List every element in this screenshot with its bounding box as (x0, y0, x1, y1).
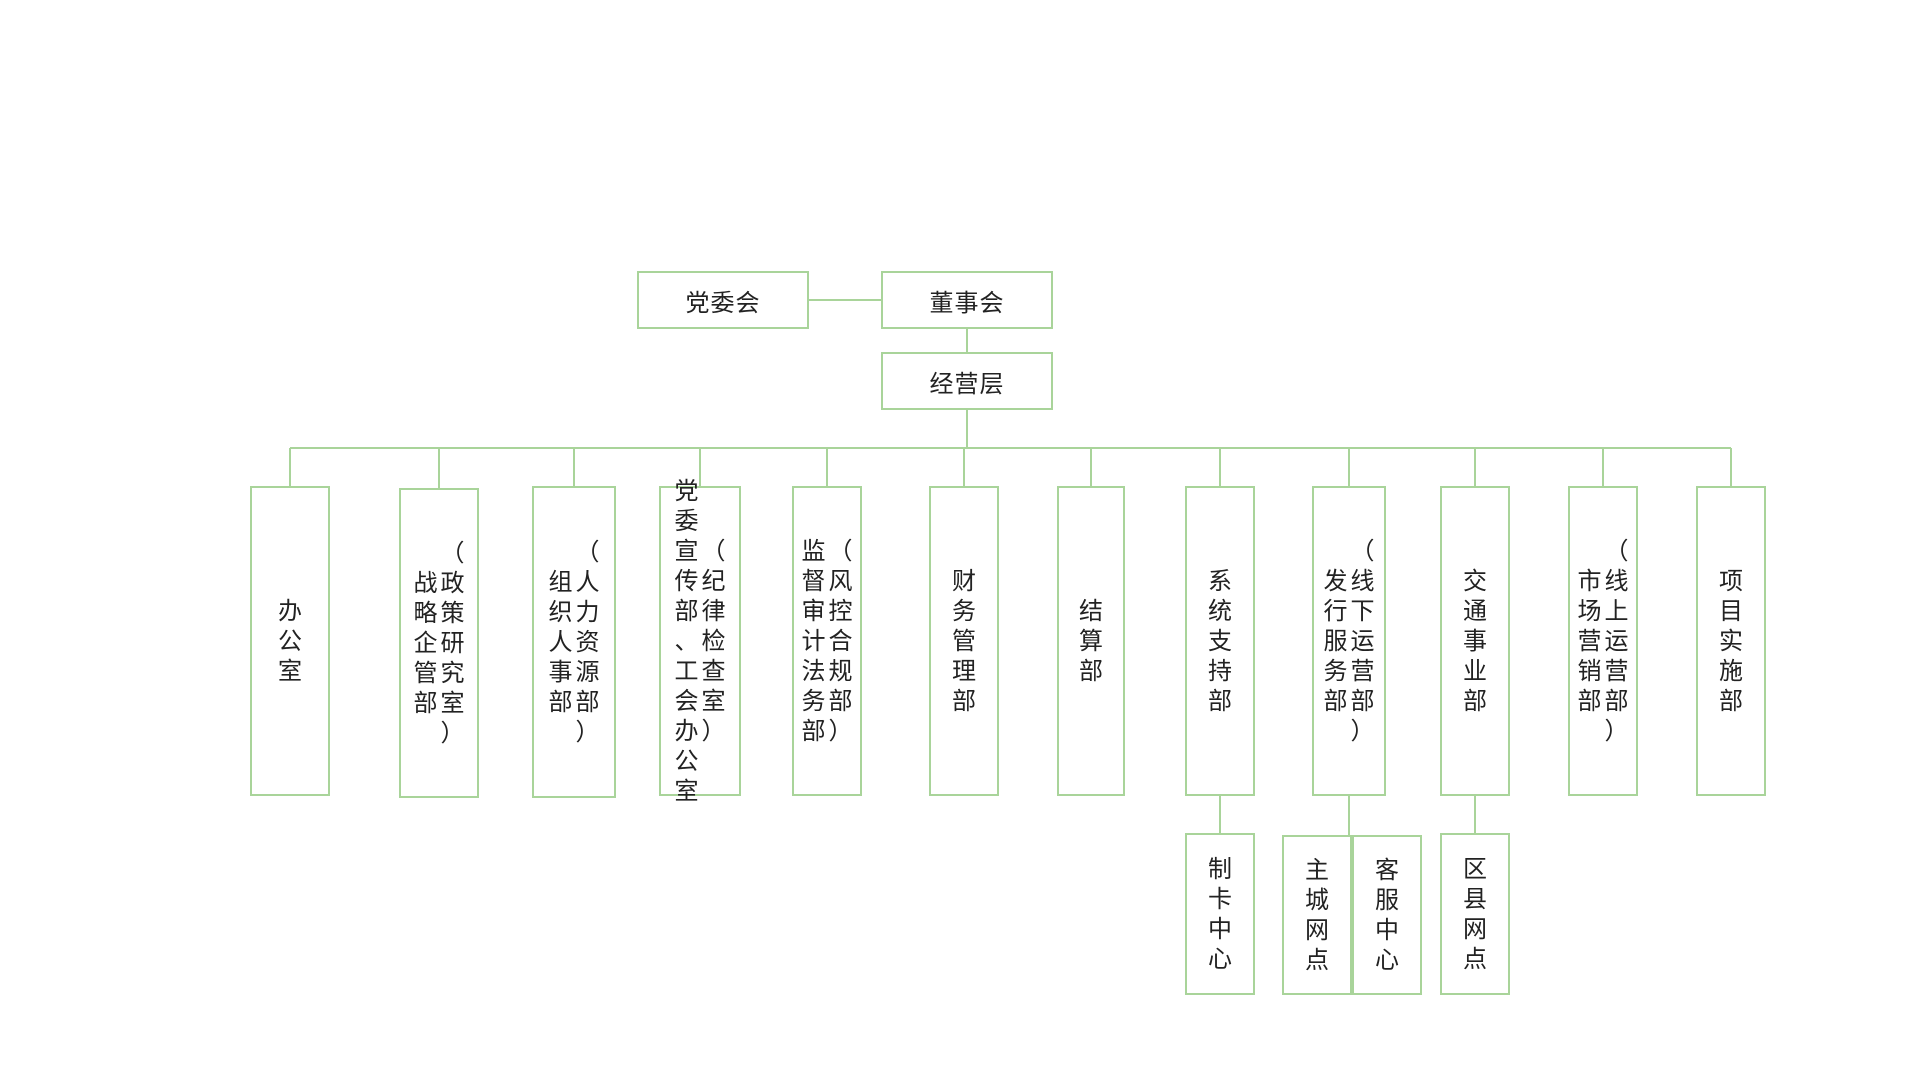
dept-finance-label: 财务管理部 (952, 567, 976, 715)
sub-main-city-outlets: 主城网点 (1282, 835, 1352, 995)
party-committee-label: 党委会 (685, 288, 761, 317)
dept-strategy: （政策研究室）战略企管部 (399, 488, 479, 798)
board-box: 董事会 (881, 271, 1053, 329)
dept-system: 系统支持部 (1185, 486, 1255, 796)
dept-audit-label: 监督审计法务部 (801, 537, 826, 745)
dept-issuance: （线下运营部）发行服务部 (1312, 486, 1386, 796)
dept-settlement-label: 结算部 (1079, 597, 1103, 685)
sub-customer-service-label: 客服中心 (1375, 856, 1399, 974)
dept-hr-label: 组织人事部 (548, 568, 573, 716)
sub-card-center: 制卡中心 (1185, 833, 1255, 995)
dept-marketing-label: 市场营销部 (1577, 567, 1602, 715)
dept-finance: 财务管理部 (929, 486, 999, 796)
dept-strategy-label: （政策研究室） (440, 539, 465, 747)
dept-system-label: 系统支持部 (1208, 567, 1232, 715)
dept-project-label: 项目实施部 (1719, 567, 1743, 715)
management-box: 经营层 (881, 352, 1053, 410)
dept-project: 项目实施部 (1696, 486, 1766, 796)
dept-strategy-label: 战略企管部 (413, 569, 438, 717)
dept-settlement: 结算部 (1057, 486, 1125, 796)
dept-issuance-label: 发行服务部 (1323, 567, 1348, 715)
sub-card-center-label: 制卡中心 (1208, 855, 1232, 973)
dept-hr: （人力资源部）组织人事部 (532, 486, 616, 798)
dept-marketing-label: （线上运营部） (1604, 537, 1629, 745)
sub-district-outlets-label: 区县网点 (1463, 855, 1487, 973)
sub-district-outlets: 区县网点 (1440, 833, 1510, 995)
dept-office-label: 办公室 (278, 597, 302, 685)
management-label: 经营层 (929, 369, 1005, 398)
dept-publicity-label: （纪律检查室） (701, 537, 726, 745)
dept-hr-label: （人力资源部） (575, 538, 600, 746)
party-committee-box: 党委会 (637, 271, 809, 329)
dept-office: 办公室 (250, 486, 330, 796)
dept-transport-label: 交通事业部 (1463, 567, 1487, 715)
dept-transport: 交通事业部 (1440, 486, 1510, 796)
dept-publicity: （纪律检查室）党委宣传部、工会办公室 (659, 477, 741, 805)
dept-marketing: （线上运营部）市场营销部 (1568, 486, 1638, 796)
dept-audit-label: （风控合规部） (828, 537, 853, 745)
board-label: 董事会 (929, 288, 1005, 317)
sub-main-city-outlets-label: 主城网点 (1305, 856, 1329, 974)
sub-customer-service: 客服中心 (1352, 835, 1422, 995)
dept-publicity-label: 党委宣传部、工会办公室 (674, 477, 699, 805)
dept-audit: （风控合规部）监督审计法务部 (792, 486, 862, 796)
dept-issuance-label: （线下运营部） (1350, 537, 1375, 745)
